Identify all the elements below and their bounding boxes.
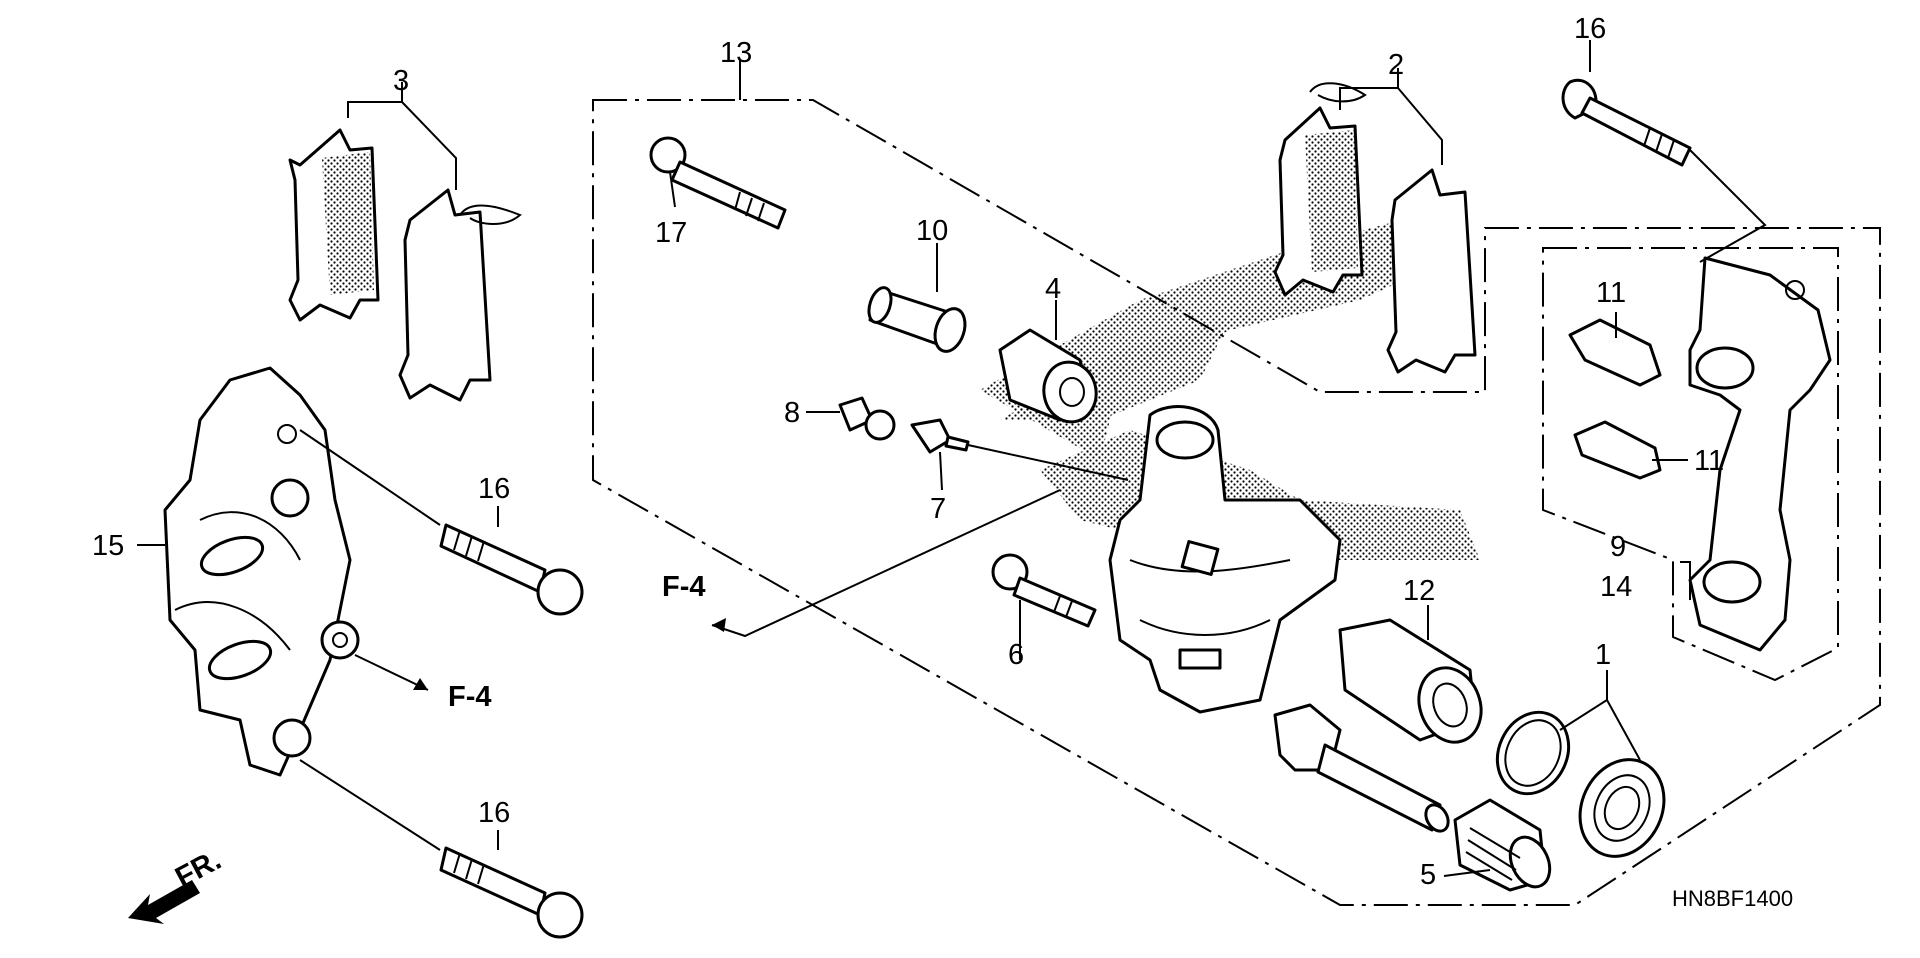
- callout-11-upper: 11: [1596, 277, 1626, 309]
- boot-5-part: [1453, 798, 1552, 892]
- bolt-16-middle-part: [439, 523, 584, 616]
- callout-6: 6: [1008, 639, 1024, 671]
- callout-9: 9: [1610, 531, 1626, 563]
- dust-seal-part: [1578, 758, 1666, 858]
- callout-1: 1: [1595, 639, 1611, 671]
- callout-16-bottom: 16: [478, 797, 510, 829]
- callout-11-lower: 11: [1694, 445, 1724, 477]
- caliper-bracket-part: [1688, 256, 1832, 652]
- pad-spring-lower-part: [1573, 420, 1662, 480]
- ref-arrows: [354, 489, 1061, 691]
- bushing-4-part: [998, 328, 1098, 424]
- callout-7: 7: [930, 493, 946, 525]
- bolt-17-part: [649, 136, 787, 230]
- pin-boot-10-part: [867, 286, 967, 353]
- pad-spring-upper-part: [1568, 318, 1662, 387]
- bleeder-cap-8-part: [838, 396, 896, 441]
- piston-12-part: [1338, 618, 1483, 744]
- callout-12: 12: [1403, 575, 1435, 607]
- callout-16-top: 16: [1574, 13, 1606, 45]
- callout-15: 15: [92, 530, 124, 562]
- bleeder-valve-7-part: [910, 418, 970, 454]
- callout-labels: 3 2 16 13 17 10 4 11 8 11 7 16 15 9 14 1…: [92, 13, 1724, 891]
- caliper-body-center-part: [1108, 405, 1342, 714]
- callout-4: 4: [1045, 273, 1061, 305]
- callout-16-middle: 16: [478, 473, 510, 505]
- assembly-outlines: [592, 99, 1881, 906]
- slide-pin-part: [1273, 703, 1450, 833]
- ref-label-f4-left: F-4: [448, 681, 492, 713]
- part-code: HN8BF1400: [1672, 886, 1793, 911]
- callout-17: 17: [655, 217, 687, 249]
- bolt-6-part: [991, 553, 1097, 628]
- callout-13: 13: [720, 37, 752, 69]
- ref-label-f4-center: F-4: [662, 571, 706, 603]
- brake-pad-left-part: [288, 128, 522, 402]
- callout-2: 2: [1388, 49, 1404, 81]
- callout-3: 3: [393, 65, 409, 97]
- caliper-assembly-left-part: [163, 366, 360, 777]
- front-label: FR.: [170, 844, 226, 894]
- leader-lines: [137, 40, 1767, 877]
- front-arrow-icon: [128, 880, 200, 924]
- callout-10: 10: [916, 215, 948, 247]
- callout-8: 8: [784, 397, 800, 429]
- seal-ring-part: [1495, 710, 1571, 796]
- bolt-16-top-part: [1561, 78, 1692, 167]
- callout-14: 14: [1600, 571, 1632, 603]
- bolt-16-bottom-part: [439, 846, 584, 939]
- brake-pad-right-part: [1273, 82, 1477, 374]
- callout-5: 5: [1420, 859, 1436, 891]
